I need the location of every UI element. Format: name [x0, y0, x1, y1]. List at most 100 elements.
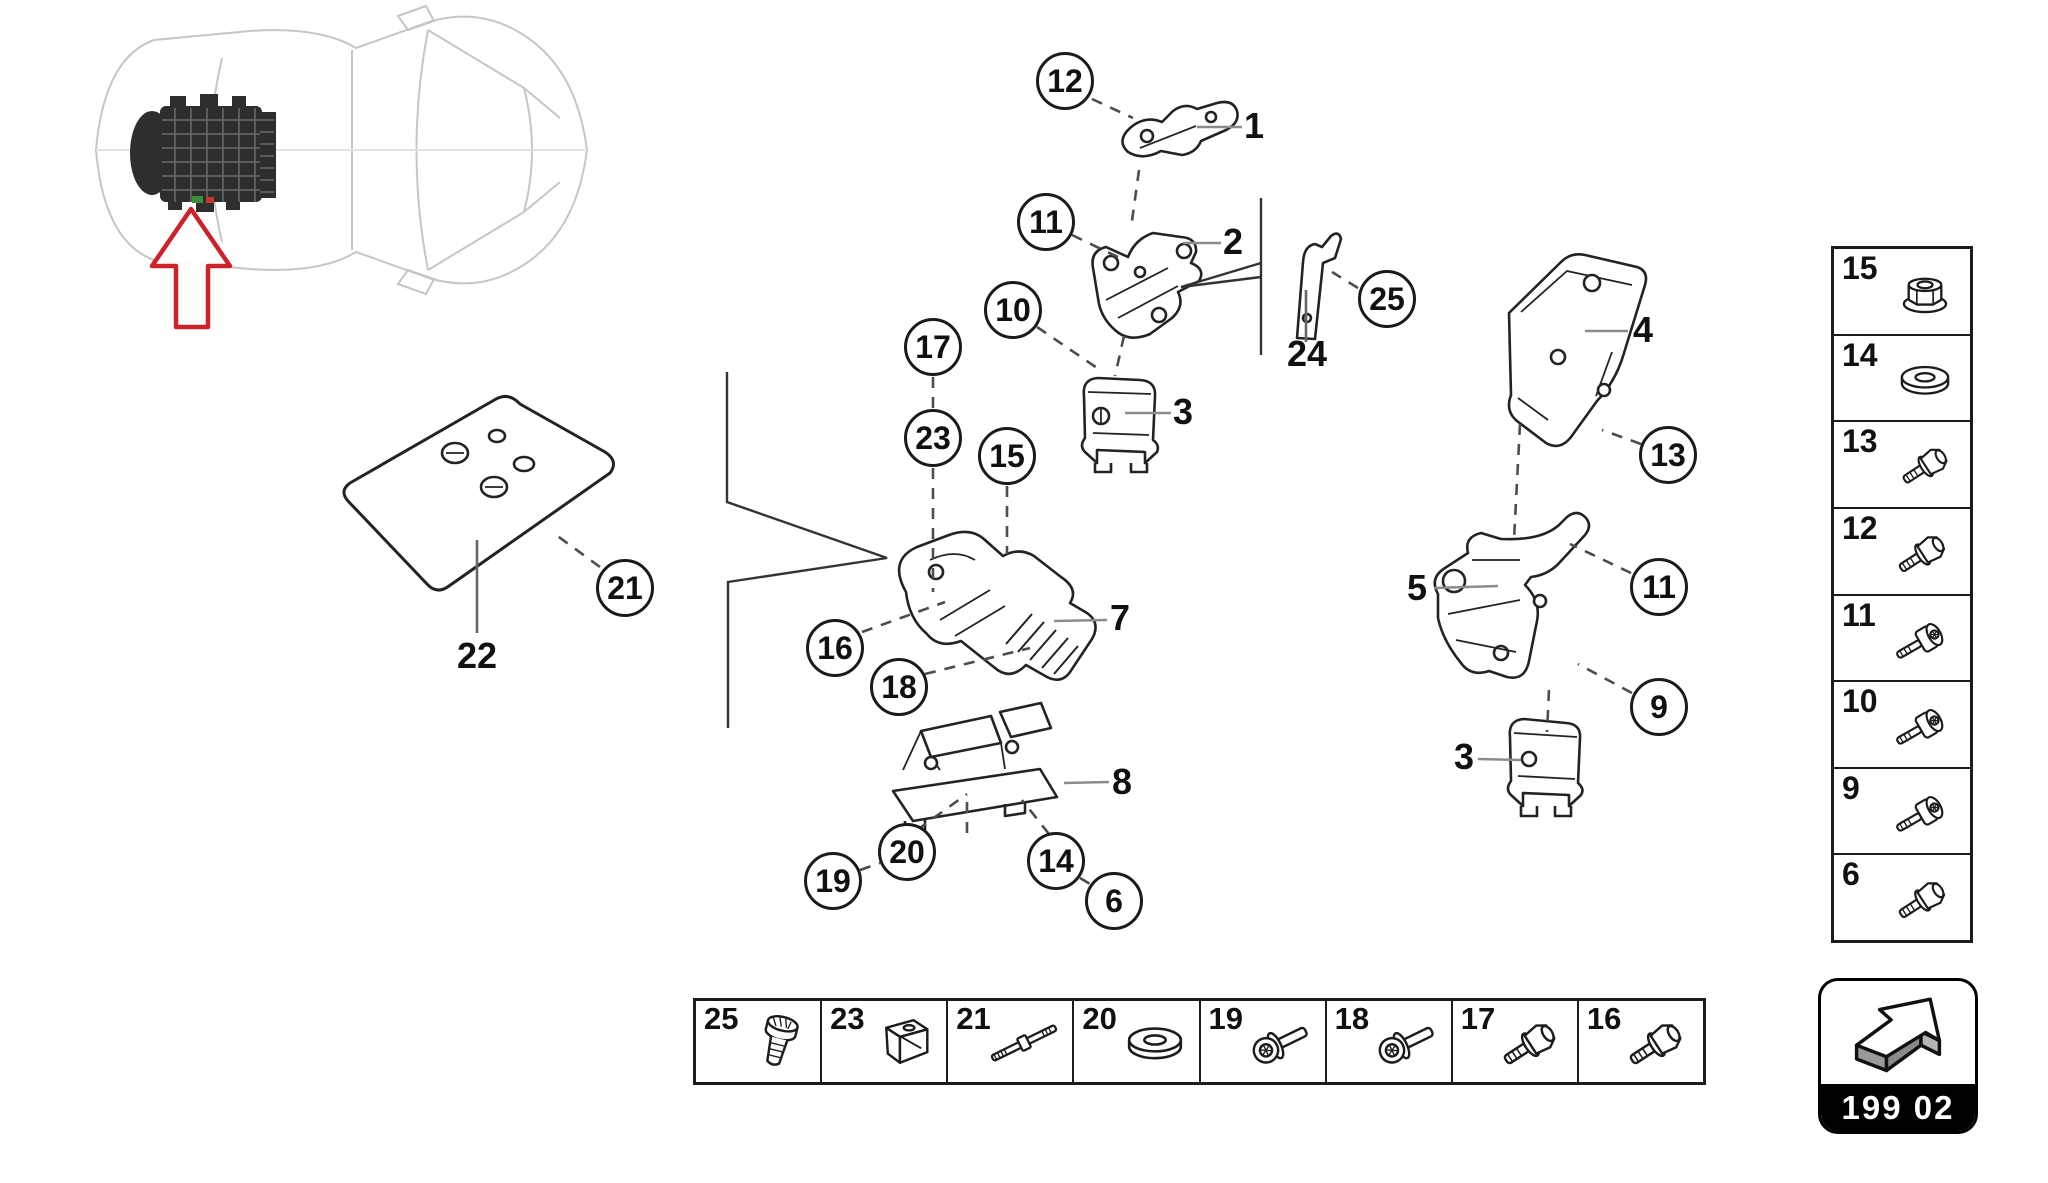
part-24-strip-bracket — [1295, 232, 1343, 341]
callout-number: 11 — [1029, 204, 1063, 240]
page-code-text: 199 02 — [1841, 1088, 1955, 1126]
part-label-2: 2 — [1223, 221, 1243, 263]
sidebar-cell-6: 6 — [1834, 855, 1970, 940]
group-brackets — [725, 198, 1263, 728]
callout-number: 14 — [1038, 843, 1074, 879]
callout-number: 12 — [1047, 63, 1083, 99]
location-arrow — [149, 206, 233, 330]
car-top-view — [94, 4, 589, 296]
part-number: 3 — [1453, 736, 1475, 777]
part-label-3b: 3 — [1454, 736, 1474, 778]
hardware-sidebar: 15 14 13 12 11 10 9 6 — [1831, 246, 1973, 943]
callout-number: 13 — [1650, 437, 1686, 473]
strip-item-number: 19 — [1208, 1001, 1243, 1036]
torx-flange-bolt-icon — [1373, 1017, 1439, 1070]
callout-number: 17 — [915, 329, 951, 365]
callout-25: 25 — [1358, 270, 1416, 328]
sidebar-item-number: 13 — [1842, 423, 1878, 460]
part-2-engine-mount-bracket — [1091, 231, 1203, 339]
sidebar-cell-12: 12 — [1834, 509, 1970, 596]
sidebar-item-number: 14 — [1842, 336, 1878, 373]
part-number: 24 — [1286, 333, 1328, 374]
callout-21: 21 — [596, 559, 654, 617]
part-5-gearbox-mount-bracket-right — [1433, 511, 1591, 679]
hex-flange-bolt-icon — [1623, 1018, 1686, 1073]
callout-17: 17 — [904, 318, 962, 376]
part-22-cover-plate — [342, 394, 616, 592]
left-mirror — [396, 4, 436, 32]
hardware-strip: 25 23 21 20 19 18 17 16 — [693, 998, 1706, 1085]
strip-cell-25: 25 — [696, 1001, 823, 1082]
strip-item-number: 23 — [830, 1001, 865, 1036]
mount-highlight-green — [192, 196, 203, 203]
part-number: 2 — [1222, 221, 1244, 262]
sidebar-item-number: 10 — [1842, 683, 1878, 720]
part-1-bracket — [1121, 100, 1239, 158]
part-7-gearbox-mount-bracket — [897, 530, 1097, 681]
washer-icon — [1127, 1027, 1182, 1060]
part-label-22: 22 — [457, 635, 497, 677]
right-mirror — [396, 268, 436, 296]
part-3-engine-mount-center — [1080, 376, 1160, 474]
sidebar-cell-9: 9 — [1834, 769, 1970, 856]
part-number: 3 — [1172, 391, 1194, 432]
callout-20: 20 — [878, 823, 936, 881]
torx-flange-bolt-icon — [1247, 1017, 1313, 1070]
callout-number: 21 — [607, 570, 643, 606]
callout-18: 18 — [870, 658, 928, 716]
mount-highlight-red — [206, 197, 214, 203]
strip-cell-19: 19 — [1201, 1001, 1327, 1082]
callout-11: 11 — [1017, 193, 1075, 251]
washer-icon — [1900, 365, 1950, 395]
strip-item-number: 18 — [1334, 1001, 1370, 1036]
socket-head-bolt-icon — [1891, 793, 1947, 840]
callout-12: 12 — [1036, 52, 1094, 110]
strip-item-number: 17 — [1460, 1001, 1496, 1036]
part-number: 22 — [456, 635, 498, 676]
sidebar-item-number: 12 — [1842, 509, 1878, 546]
hex-flange-bolt-icon — [1893, 531, 1949, 580]
threaded-stud-icon — [988, 1020, 1060, 1066]
strip-cell-20: 20 — [1074, 1001, 1201, 1082]
callout-number: 10 — [995, 292, 1031, 328]
callout-15: 15 — [978, 427, 1036, 485]
callout-9: 9 — [1630, 678, 1688, 736]
sidebar-cell-13: 13 — [1834, 422, 1970, 509]
part-number: 7 — [1109, 597, 1131, 638]
sidebar-item-number: 6 — [1842, 856, 1860, 893]
callout-6: 6 — [1085, 872, 1143, 930]
callout-number: 19 — [815, 863, 851, 899]
callout-number: 18 — [881, 669, 917, 705]
hex-flange-bolt-icon — [1897, 444, 1952, 491]
socket-head-bolt-icon — [1891, 706, 1947, 753]
sidebar-cell-11: 11 — [1834, 596, 1970, 683]
engine-illustration — [130, 94, 276, 212]
callout-10: 10 — [984, 281, 1042, 339]
strip-item-number: 21 — [956, 1001, 991, 1036]
part-number: 5 — [1406, 567, 1428, 608]
callout-number: 6 — [1105, 883, 1123, 919]
torx-screw-icon — [756, 1012, 801, 1070]
strip-item-number: 25 — [704, 1001, 739, 1036]
part-label-5: 5 — [1407, 567, 1427, 609]
part-label-7: 7 — [1110, 597, 1130, 639]
part-8-mount-assembly — [891, 701, 1059, 835]
sidebar-cell-10: 10 — [1834, 682, 1970, 769]
strip-cell-17: 17 — [1453, 1001, 1579, 1082]
strip-cell-18: 18 — [1327, 1001, 1453, 1082]
callout-number: 16 — [817, 630, 853, 666]
part-label-4: 4 — [1633, 309, 1653, 351]
callout-14: 14 — [1027, 832, 1085, 890]
strip-item-number: 20 — [1082, 1001, 1117, 1036]
callout-number: 15 — [989, 438, 1025, 474]
flange-nut-icon — [1902, 277, 1948, 314]
callout-13: 13 — [1639, 426, 1697, 484]
part-number: 1 — [1243, 105, 1265, 146]
strip-item-number: 16 — [1586, 1001, 1622, 1036]
callout-number: 25 — [1369, 281, 1405, 317]
sidebar-cell-14: 14 — [1834, 336, 1970, 423]
callout-23: 23 — [904, 409, 962, 467]
part-3-engine-mount-right — [1506, 717, 1584, 818]
